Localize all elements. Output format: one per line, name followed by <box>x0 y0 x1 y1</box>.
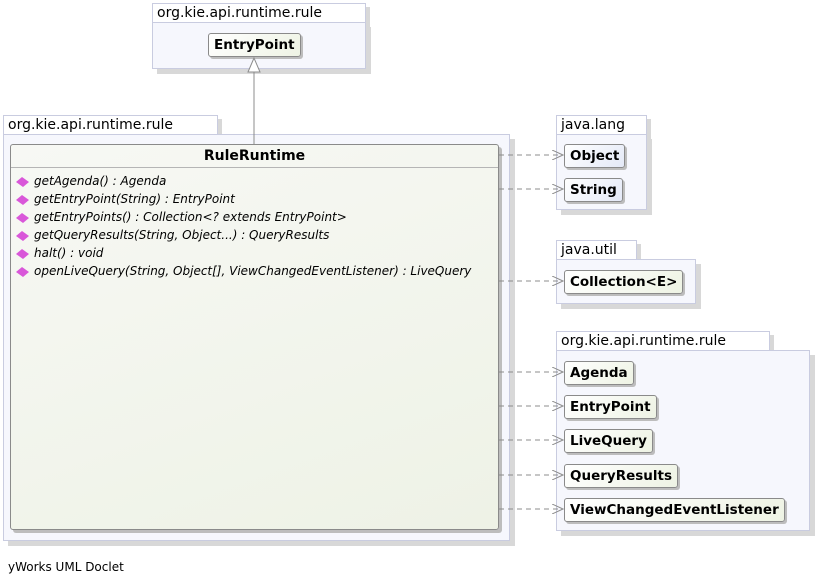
method-label: getEntryPoint(String) : EntryPoint <box>34 192 235 206</box>
method-icon <box>16 212 29 223</box>
class-viewchangedeventlistener[interactable]: ViewChangedEventListener <box>564 498 785 522</box>
method-openlivequery[interactable]: openLiveQuery(String, Object[], ViewChan… <box>11 262 498 280</box>
inheritance-arrow-icon <box>247 56 261 73</box>
class-entrypoint-super[interactable]: EntryPoint <box>208 33 301 57</box>
method-halt[interactable]: halt() : void <box>11 244 498 262</box>
class-object[interactable]: Object <box>564 144 626 168</box>
method-icon <box>16 266 29 277</box>
method-icon <box>16 248 29 259</box>
class-string[interactable]: String <box>564 178 623 202</box>
footer-credit: yWorks UML Doclet <box>8 560 124 574</box>
package-rule-right-name: org.kie.api.runtime.rule <box>556 331 770 351</box>
package-main-name: org.kie.api.runtime.rule <box>3 115 218 135</box>
method-label: halt() : void <box>34 246 104 260</box>
method-icon <box>16 176 29 187</box>
class-ruleruntime-title: RuleRuntime <box>11 145 498 168</box>
generalization-edge <box>247 56 261 144</box>
package-java-util-name: java.util <box>556 240 637 260</box>
class-entrypoint[interactable]: EntryPoint <box>564 395 657 419</box>
method-label: getAgenda() : Agenda <box>34 174 167 188</box>
class-queryresults[interactable]: QueryResults <box>564 464 679 488</box>
method-getqueryresults[interactable]: getQueryResults(String, Object...) : Que… <box>11 226 498 244</box>
package-top-name: org.kie.api.runtime.rule <box>152 3 366 23</box>
method-label: openLiveQuery(String, Object[], ViewChan… <box>34 264 472 278</box>
method-getentrypoint[interactable]: getEntryPoint(String) : EntryPoint <box>11 190 498 208</box>
class-ruleruntime[interactable]: RuleRuntime getAgenda() : Agenda getEntr… <box>10 144 499 530</box>
class-agenda[interactable]: Agenda <box>564 361 634 385</box>
method-list: getAgenda() : Agenda getEntryPoint(Strin… <box>11 172 498 280</box>
package-java-lang-name: java.lang <box>556 115 647 135</box>
method-label: getQueryResults(String, Object...) : Que… <box>34 228 330 242</box>
method-icon <box>16 230 29 241</box>
method-label: getEntryPoints() : Collection<? extends … <box>34 210 347 224</box>
method-icon <box>16 194 29 205</box>
method-getagenda[interactable]: getAgenda() : Agenda <box>11 172 498 190</box>
class-livequery[interactable]: LiveQuery <box>564 429 653 453</box>
method-getentrypoints[interactable]: getEntryPoints() : Collection<? extends … <box>11 208 498 226</box>
class-collection[interactable]: Collection<E> <box>564 270 684 294</box>
